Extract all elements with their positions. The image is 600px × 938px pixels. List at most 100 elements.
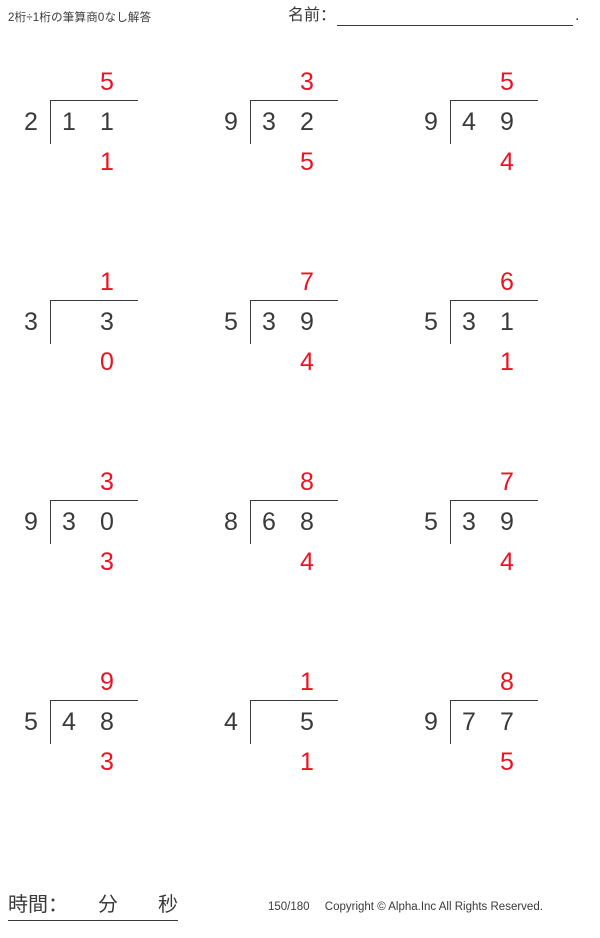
dividend-ones-digit: 1 xyxy=(500,308,514,336)
quotient-answer: 3 xyxy=(100,468,114,496)
dividend-ones-digit: 7 xyxy=(500,708,514,736)
dividend-ones-digit: 5 xyxy=(300,708,314,736)
division-bracket-bar xyxy=(450,300,538,301)
divisor: 2 xyxy=(24,108,38,136)
division-bracket-vertical xyxy=(450,300,451,344)
division-bracket-bar xyxy=(450,100,538,101)
remainder-answer: 1 xyxy=(300,748,314,776)
name-trailing-dot: . xyxy=(575,7,580,24)
remainder-answer: 0 xyxy=(100,348,114,376)
remainder-answer: 4 xyxy=(500,148,514,176)
division-bracket-vertical xyxy=(250,500,251,544)
quotient-answer: 3 xyxy=(300,68,314,96)
quotient-answer: 5 xyxy=(100,68,114,96)
divisor: 8 xyxy=(224,508,238,536)
page-count: 150/180 xyxy=(268,901,310,913)
division-problem: 4 5 1 1 xyxy=(200,658,400,858)
worksheet-header: 2桁÷1桁の筆算商0なし解答 名前： . xyxy=(0,0,600,48)
dividend-ones-digit: 9 xyxy=(500,108,514,136)
dividend-tens-digit: 3 xyxy=(262,108,276,136)
dividend-ones-digit: 9 xyxy=(500,508,514,536)
name-input[interactable] xyxy=(337,8,574,26)
division-bracket-vertical xyxy=(250,100,251,144)
quotient-answer: 8 xyxy=(300,468,314,496)
quotient-answer: 8 xyxy=(500,668,514,696)
quotient-answer: 5 xyxy=(500,68,514,96)
division-bracket-vertical xyxy=(50,700,51,744)
division-bracket-bar xyxy=(450,700,538,701)
dividend-tens-digit: 3 xyxy=(262,308,276,336)
dividend-ones-digit: 3 xyxy=(100,308,114,336)
quotient-answer: 1 xyxy=(300,668,314,696)
divisor: 4 xyxy=(224,708,238,736)
remainder-answer: 1 xyxy=(500,348,514,376)
divisor: 3 xyxy=(24,308,38,336)
division-bracket-vertical xyxy=(250,700,251,744)
page-title: 2桁÷1桁の筆算商0なし解答 xyxy=(8,12,152,24)
division-bracket-bar xyxy=(250,500,338,501)
remainder-answer: 3 xyxy=(100,748,114,776)
divisor: 5 xyxy=(24,708,38,736)
quotient-answer: 9 xyxy=(100,668,114,696)
division-bracket-bar xyxy=(450,500,538,501)
division-bracket-vertical xyxy=(50,500,51,544)
dividend-ones-digit: 8 xyxy=(100,708,114,736)
divisor: 9 xyxy=(424,108,438,136)
quotient-answer: 7 xyxy=(300,268,314,296)
division-bracket-bar xyxy=(250,700,338,701)
division-bracket-bar xyxy=(50,700,138,701)
division-bracket-vertical xyxy=(50,300,51,344)
dividend-ones-digit: 9 xyxy=(300,308,314,336)
remainder-answer: 3 xyxy=(100,548,114,576)
dividend-ones-digit: 0 xyxy=(100,508,114,536)
dividend-ones-digit: 1 xyxy=(100,108,114,136)
copyright-notice: Copyright © Alpha.Inc All Rights Reserve… xyxy=(324,901,543,913)
remainder-answer: 4 xyxy=(300,548,314,576)
name-label: 名前： xyxy=(288,7,337,24)
remainder-answer: 5 xyxy=(500,748,514,776)
quotient-answer: 6 xyxy=(500,268,514,296)
division-bracket-bar xyxy=(250,100,338,101)
dividend-tens-digit: 6 xyxy=(262,508,276,536)
quotient-answer: 1 xyxy=(100,268,114,296)
divisor: 5 xyxy=(224,308,238,336)
divisor: 9 xyxy=(24,508,38,536)
quotient-answer: 7 xyxy=(500,468,514,496)
division-bracket-bar xyxy=(50,100,138,101)
dividend-tens-digit: 1 xyxy=(62,108,76,136)
division-bracket-vertical xyxy=(450,100,451,144)
divisor: 9 xyxy=(224,108,238,136)
division-bracket-vertical xyxy=(450,500,451,544)
remainder-answer: 5 xyxy=(300,148,314,176)
worksheet-footer: 時間： 分 秒 150/180 Copyright © Alpha.Inc Al… xyxy=(0,886,600,938)
remainder-answer: 1 xyxy=(100,148,114,176)
divisor: 9 xyxy=(424,708,438,736)
division-bracket-vertical xyxy=(250,300,251,344)
division-bracket-vertical xyxy=(450,700,451,744)
division-bracket-bar xyxy=(50,300,138,301)
divisor: 5 xyxy=(424,508,438,536)
long-division-figure: 3 3 1 0 xyxy=(18,264,182,376)
remainder-answer: 4 xyxy=(500,548,514,576)
time-field[interactable]: 時間： 分 秒 xyxy=(8,892,178,921)
